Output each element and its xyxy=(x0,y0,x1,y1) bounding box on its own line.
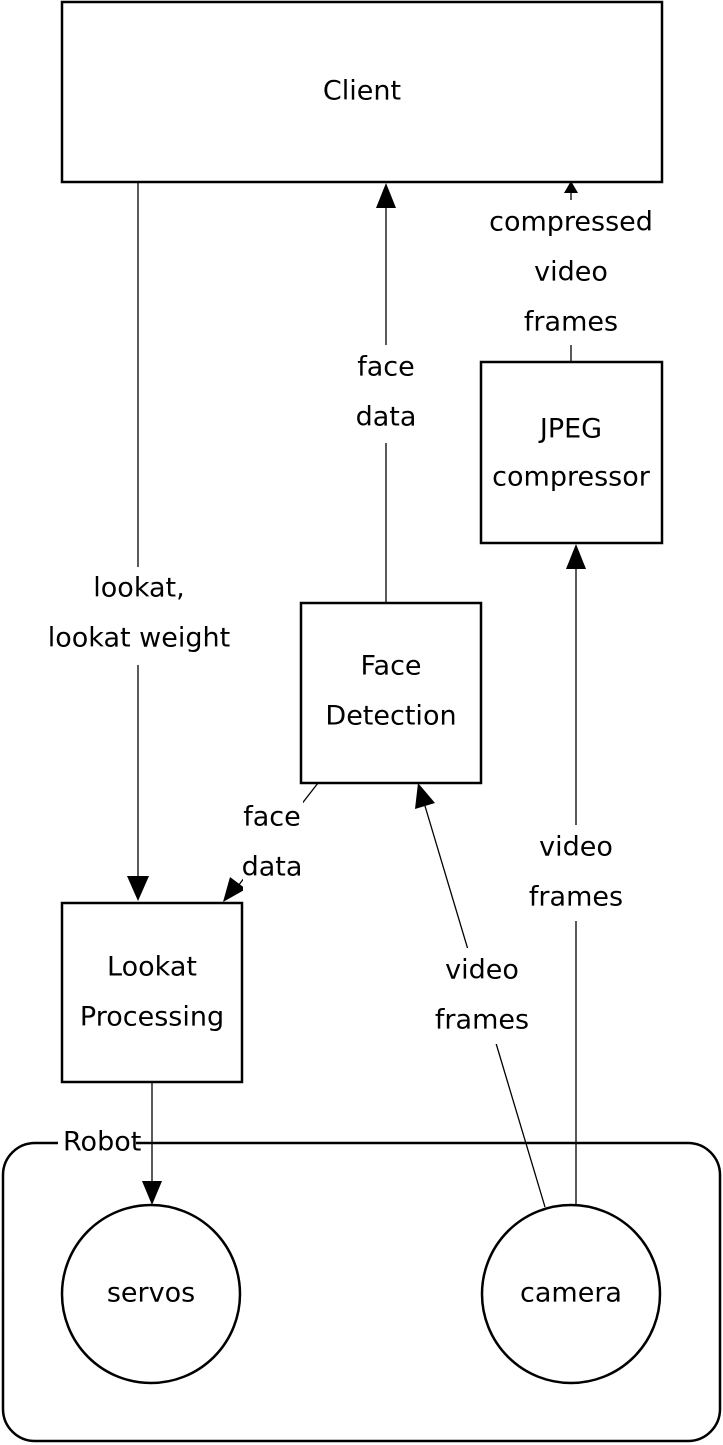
node-lookat-processing[interactable]: Lookat Processing xyxy=(60,901,244,1084)
edge-label-face-data-lower-line2: data xyxy=(242,852,303,883)
edge-label-compressed-line3: frames xyxy=(524,307,618,338)
edge-label-video-frames-left-line1: video xyxy=(445,955,519,986)
arrowhead xyxy=(564,181,578,193)
node-face-detection-label-line2: Detection xyxy=(325,701,456,732)
edge-label-compressed-line1: compressed xyxy=(489,207,653,238)
node-jpeg-compressor-label-line1: JPEG xyxy=(538,414,602,445)
arrowhead xyxy=(376,183,396,208)
arrowhead xyxy=(142,1181,162,1205)
arrowhead xyxy=(223,877,246,902)
edge-label-video-frames-left-line2: frames xyxy=(435,1005,529,1036)
arrowhead xyxy=(415,783,435,809)
edge-label-lookat-line1: lookat, xyxy=(93,573,184,604)
node-face-detection[interactable]: Face Detection xyxy=(299,601,483,785)
node-face-detection-label-line1: Face xyxy=(360,651,421,682)
node-client-label: Client xyxy=(323,76,401,107)
node-jpeg-compressor-label-line2: compressor xyxy=(492,462,651,493)
node-jpeg-compressor[interactable]: JPEG compressor xyxy=(479,360,664,545)
edge-label-face-data-top-line2: data xyxy=(356,402,417,433)
robot-group-label: Robot xyxy=(63,1127,141,1158)
node-servos[interactable]: servos xyxy=(60,1203,242,1385)
node-client[interactable]: Client xyxy=(60,0,664,184)
node-lookat-processing-label-line1: Lookat xyxy=(107,952,197,983)
edge-label-face-data-lower-line1: face xyxy=(243,802,301,833)
edge-label-video-frames-right-line1: video xyxy=(539,832,613,863)
arrowhead xyxy=(127,876,149,901)
edge-label-lookat-line2: lookat weight xyxy=(48,623,230,654)
node-camera[interactable]: camera xyxy=(480,1203,662,1385)
robot-group-frame xyxy=(1,1141,722,1443)
edge-client-to-lookat xyxy=(127,183,149,901)
edge-lookat-to-servos xyxy=(142,1083,162,1205)
node-camera-label: camera xyxy=(520,1278,622,1309)
edge-label-compressed-line2: video xyxy=(534,257,608,288)
edge-label-face-data-top-line1: face xyxy=(357,352,415,383)
node-servos-label: servos xyxy=(107,1278,195,1309)
arrowhead xyxy=(566,544,586,569)
node-lookat-processing-label-line2: Processing xyxy=(80,1002,224,1033)
edge-label-video-frames-right-line2: frames xyxy=(529,882,623,913)
